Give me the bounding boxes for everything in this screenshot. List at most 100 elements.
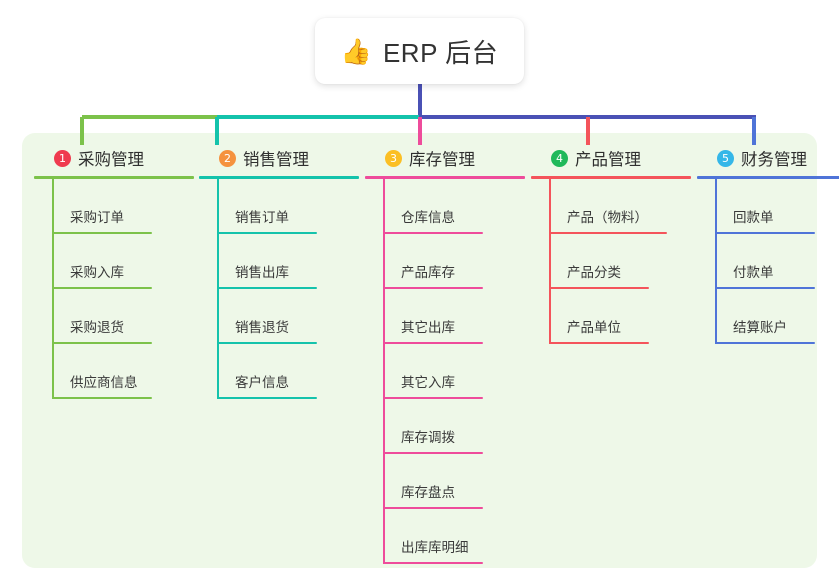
list-item-rule [383, 507, 483, 509]
branch-column-3[interactable]: 3 库存管理 仓库信息 产品库存 其它出库 其它入库 库存调拨 [365, 146, 525, 564]
branch-header-3[interactable]: 3 库存管理 [365, 146, 525, 170]
list-item-rule [217, 397, 317, 399]
branch-rule-1 [34, 176, 194, 179]
branch-spine-5 [715, 179, 717, 344]
list-item[interactable]: 仓库信息 [383, 179, 525, 234]
branch-badge-4: 4 [551, 149, 568, 167]
branch-title-5: 财务管理 [741, 151, 807, 169]
list-item-label: 付款单 [733, 265, 774, 280]
list-item[interactable]: 库存盘点 [383, 454, 525, 509]
branch-rule-3 [365, 176, 525, 179]
list-item-rule [383, 562, 483, 564]
list-item[interactable]: 供应商信息 [52, 344, 194, 399]
list-item-rule [217, 287, 317, 289]
list-item[interactable]: 采购订单 [52, 179, 194, 234]
branch-spine-3 [383, 179, 385, 564]
thumbs-up-icon: 👍 [340, 36, 372, 66]
list-item-rule [52, 232, 152, 234]
list-item-label: 库存调拨 [401, 430, 455, 445]
list-item-label: 销售订单 [235, 210, 289, 225]
list-item-rule [217, 232, 317, 234]
list-item[interactable]: 结算账户 [715, 289, 839, 344]
list-item[interactable]: 付款单 [715, 234, 839, 289]
list-item-label: 仓库信息 [401, 210, 455, 225]
list-item-rule [383, 342, 483, 344]
list-item[interactable]: 销售订单 [217, 179, 359, 234]
list-item[interactable]: 出库库明细 [383, 509, 525, 564]
list-item-rule [52, 287, 152, 289]
branch-items-1: 采购订单 采购入库 采购退货 供应商信息 [34, 179, 194, 399]
list-item-rule [383, 287, 483, 289]
branch-items-2: 销售订单 销售出库 销售退货 客户信息 [199, 179, 359, 399]
list-item-rule [52, 397, 152, 399]
branch-header-1[interactable]: 1 采购管理 [34, 146, 194, 170]
list-item[interactable]: 库存调拨 [383, 399, 525, 454]
list-item-label: 采购订单 [70, 210, 124, 225]
list-item[interactable]: 回款单 [715, 179, 839, 234]
list-item-rule [217, 342, 317, 344]
list-item-label: 产品分类 [567, 265, 621, 280]
list-item[interactable]: 产品分类 [549, 234, 691, 289]
list-item-label: 客户信息 [235, 375, 289, 390]
list-item-label: 回款单 [733, 210, 774, 225]
list-item[interactable]: 其它出库 [383, 289, 525, 344]
list-item-label: 采购入库 [70, 265, 124, 280]
branch-column-5[interactable]: 5 财务管理 回款单 付款单 结算账户 [697, 146, 839, 344]
list-item-label: 供应商信息 [70, 375, 138, 390]
root-node[interactable]: 👍 ERP 后台 [315, 18, 524, 84]
list-item[interactable]: 其它入库 [383, 344, 525, 399]
branch-rule-2 [199, 176, 359, 179]
list-item-label: 其它出库 [401, 320, 455, 335]
list-item[interactable]: 产品库存 [383, 234, 525, 289]
branch-badge-1: 1 [54, 149, 71, 167]
list-item-rule [383, 397, 483, 399]
list-item[interactable]: 产品（物料） [549, 179, 691, 234]
list-item-label: 采购退货 [70, 320, 124, 335]
list-item-rule [383, 452, 483, 454]
list-item-rule [549, 342, 649, 344]
branch-spine-1 [52, 179, 54, 399]
branch-header-4[interactable]: 4 产品管理 [531, 146, 691, 170]
branch-badge-3: 3 [385, 149, 402, 167]
branch-column-4[interactable]: 4 产品管理 产品（物料） 产品分类 产品单位 [531, 146, 691, 344]
list-item-rule [715, 342, 815, 344]
root-title: ERP 后台 [382, 37, 499, 68]
list-item-rule [715, 287, 815, 289]
branch-items-5: 回款单 付款单 结算账户 [697, 179, 839, 344]
branch-title-2: 销售管理 [243, 151, 309, 169]
list-item-rule [52, 342, 152, 344]
branch-title-3: 库存管理 [409, 151, 475, 169]
list-item[interactable]: 客户信息 [217, 344, 359, 399]
list-item-label: 库存盘点 [401, 485, 455, 500]
branch-items-4: 产品（物料） 产品分类 产品单位 [531, 179, 691, 344]
list-item[interactable]: 采购退货 [52, 289, 194, 344]
branch-column-1[interactable]: 1 采购管理 采购订单 采购入库 采购退货 供应商信息 [34, 146, 194, 399]
list-item[interactable]: 产品单位 [549, 289, 691, 344]
list-item[interactable]: 销售出库 [217, 234, 359, 289]
list-item-label: 产品单位 [567, 320, 621, 335]
branch-title-1: 采购管理 [78, 151, 144, 169]
branch-badge-2: 2 [219, 149, 236, 167]
branch-column-2[interactable]: 2 销售管理 销售订单 销售出库 销售退货 客户信息 [199, 146, 359, 399]
list-item-label: 销售出库 [235, 265, 289, 280]
list-item-label: 销售退货 [235, 320, 289, 335]
list-item-label: 产品（物料） [567, 210, 648, 225]
branch-rule-5 [697, 176, 839, 179]
branch-items-3: 仓库信息 产品库存 其它出库 其它入库 库存调拨 库存盘点 [365, 179, 525, 564]
branch-spine-4 [549, 179, 551, 344]
list-item-rule [549, 287, 649, 289]
list-item-label: 其它入库 [401, 375, 455, 390]
list-item-label: 结算账户 [733, 320, 787, 335]
branch-header-5[interactable]: 5 财务管理 [697, 146, 839, 170]
list-item[interactable]: 销售退货 [217, 289, 359, 344]
list-item-label: 产品库存 [401, 265, 455, 280]
list-item-label: 出库库明细 [401, 540, 469, 555]
branch-header-2[interactable]: 2 销售管理 [199, 146, 359, 170]
list-item-rule [715, 232, 815, 234]
branch-badge-5: 5 [717, 149, 734, 167]
list-item[interactable]: 采购入库 [52, 234, 194, 289]
list-item-rule [383, 232, 483, 234]
diagram-panel [22, 133, 817, 568]
branch-title-4: 产品管理 [575, 151, 641, 169]
